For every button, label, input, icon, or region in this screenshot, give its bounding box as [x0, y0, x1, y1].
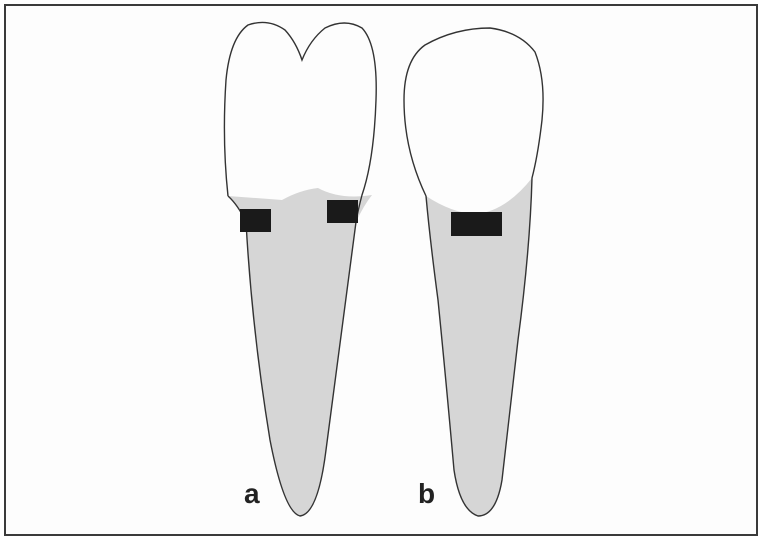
panel-label-b: b: [418, 480, 435, 508]
tooth-a: [224, 22, 376, 516]
tooth-a-marker-right: [327, 200, 358, 223]
tooth-a-root: [228, 188, 372, 516]
panel-label-a: a: [244, 480, 260, 508]
tooth-a-marker-left: [240, 209, 271, 232]
tooth-b-marker: [451, 212, 502, 236]
tooth-b: [404, 28, 543, 516]
